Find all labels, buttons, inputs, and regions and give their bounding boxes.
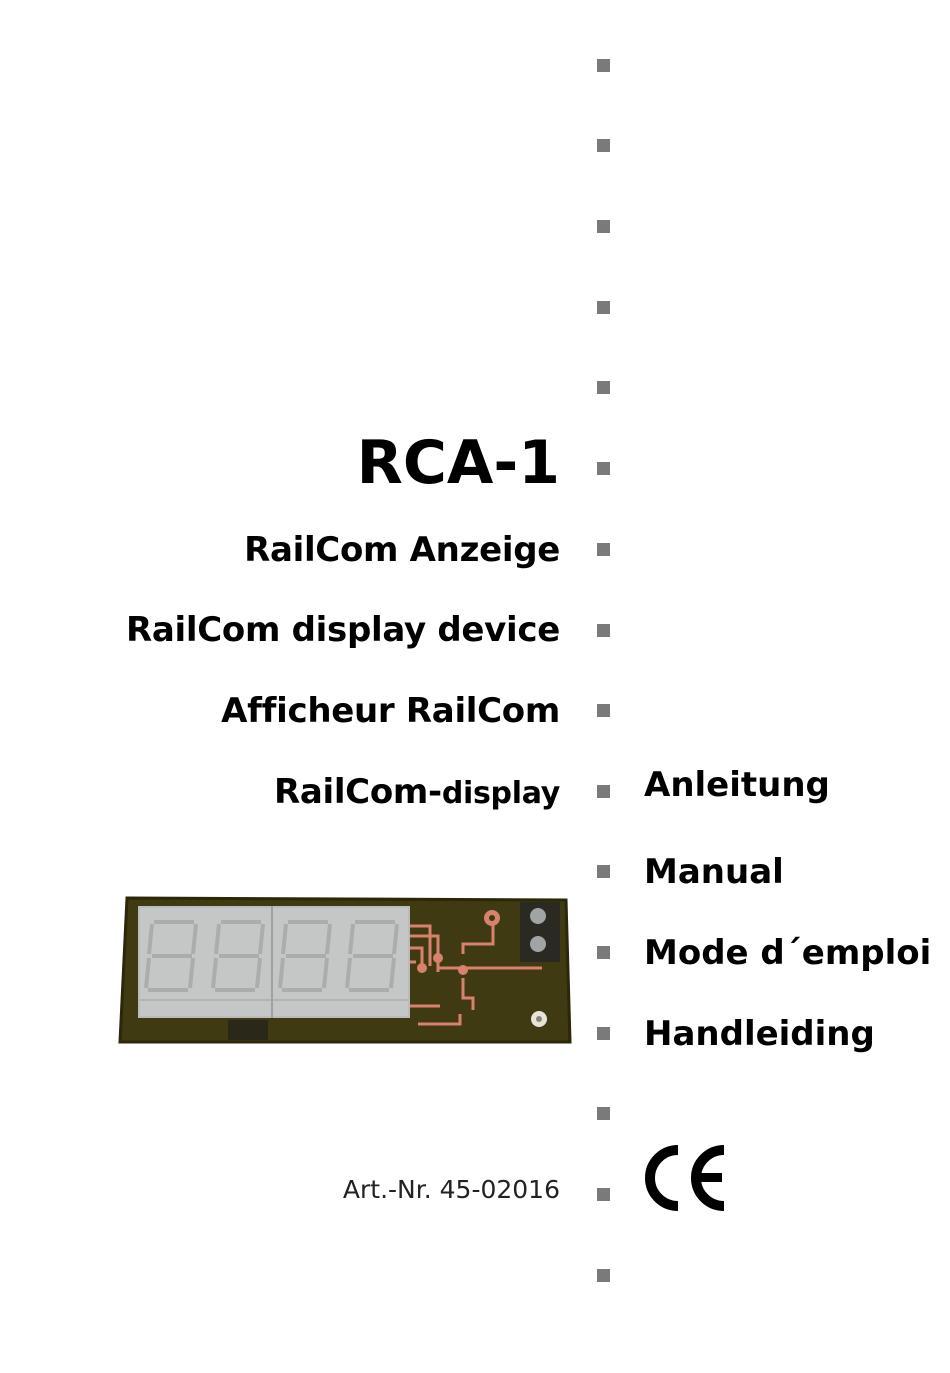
bullet-square [597, 1027, 610, 1040]
bullet-square [597, 704, 610, 717]
bullet-square [597, 543, 610, 556]
bullet-square [597, 1107, 610, 1120]
label-mode-d-emploi: Mode d´emploi [644, 933, 932, 973]
subtitle-english: RailCom display device [126, 610, 560, 650]
bullet-square [597, 865, 610, 878]
product-title: RCA-1 [356, 428, 560, 498]
bullet-square [597, 785, 610, 798]
bullet-square [597, 220, 610, 233]
article-number: Art.-Nr. 45-02016 [342, 1175, 560, 1204]
label-anleitung: Anleitung [644, 765, 830, 805]
subtitle-french: Afficheur RailCom [221, 691, 560, 731]
subtitle-german: RailCom Anzeige [244, 530, 560, 570]
bullet-square [597, 381, 610, 394]
bullet-square [597, 1188, 610, 1201]
bullet-square [597, 624, 610, 637]
label-handleiding: Handleiding [644, 1014, 875, 1054]
bullet-square [597, 1269, 610, 1282]
bullet-square [597, 462, 610, 475]
subtitle-dutch: RailCom-display [274, 772, 560, 814]
bullet-square [597, 946, 610, 959]
ce-mark-icon [645, 1145, 725, 1211]
bullet-square [597, 59, 610, 72]
subtitle-dutch-small: display [441, 776, 560, 811]
rca-1-pcb-photo [118, 896, 572, 1044]
label-manual: Manual [644, 852, 784, 892]
bullet-square [597, 139, 610, 152]
subtitle-dutch-main: RailCom- [273, 772, 442, 812]
bullet-square [597, 301, 610, 314]
